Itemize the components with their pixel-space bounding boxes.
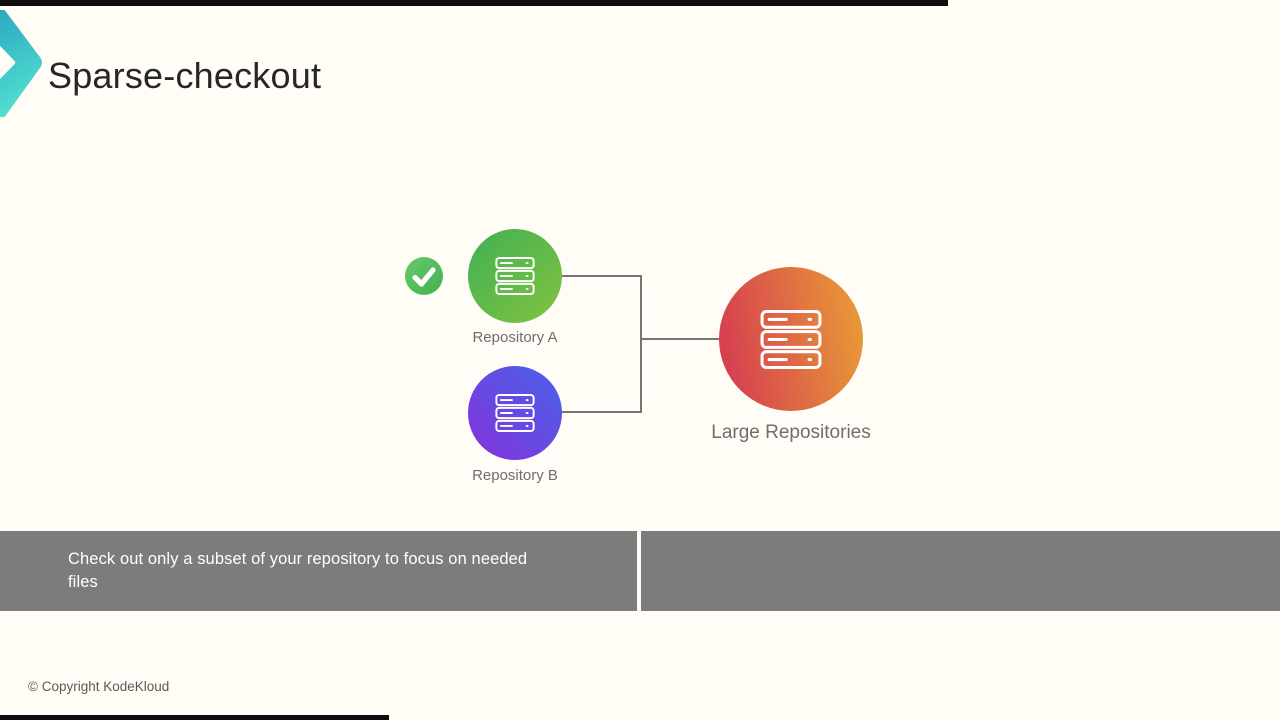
caption-divider	[637, 531, 641, 611]
video-letterbox-bottom	[0, 715, 389, 720]
caption-bar: Check out only a subset of your reposito…	[0, 531, 1280, 611]
page-title: Sparse-checkout	[48, 55, 322, 96]
server-stack-icon	[495, 257, 535, 295]
label-repository-a: Repository A	[472, 329, 558, 346]
node-repository-a	[468, 229, 562, 323]
caption-text: Check out only a subset of your reposito…	[68, 550, 528, 591]
server-stack-icon	[495, 394, 535, 432]
checkmark-badge	[405, 257, 443, 295]
copyright-text: © Copyright KodeKloud	[28, 679, 170, 694]
server-stack-icon	[760, 309, 822, 369]
connector-repo-b	[556, 411, 642, 413]
video-letterbox-top	[0, 0, 948, 6]
node-repository-b	[468, 366, 562, 460]
node-large-repositories	[719, 267, 863, 411]
kodekloud-chevron-logo-icon	[0, 10, 42, 117]
connector-to-large-repos	[642, 338, 720, 340]
label-large-repositories: Large Repositories	[711, 422, 871, 443]
label-repository-b: Repository B	[472, 467, 558, 484]
connector-vertical	[640, 275, 642, 413]
checkmark-icon	[412, 267, 436, 287]
connector-repo-a	[556, 275, 642, 277]
